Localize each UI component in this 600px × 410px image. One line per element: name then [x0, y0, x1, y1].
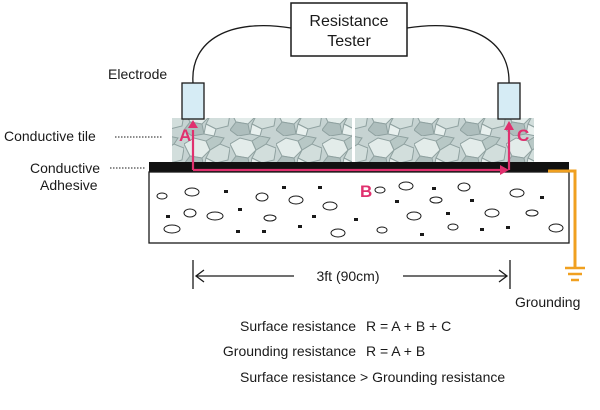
- electrode-label: Electrode: [108, 66, 167, 82]
- path-label-c: C: [517, 126, 529, 145]
- resistance-tester-box: [290, 2, 408, 57]
- concrete-slab: [148, 171, 570, 244]
- equation-2-name: Grounding resistance: [223, 343, 356, 359]
- equation-1-name: Surface resistance: [240, 318, 356, 334]
- conductive-tile-right: [355, 118, 534, 162]
- path-label-a: A: [179, 126, 191, 145]
- ground-symbol-icon: [565, 266, 585, 282]
- left-wire: [192, 24, 292, 84]
- equation-3-formula: > Grounding resistance: [360, 369, 505, 385]
- conductive-tile-left: [172, 118, 352, 162]
- equation-3-name: Surface resistance: [240, 369, 356, 385]
- equation-2-formula: R = A + B: [366, 343, 425, 359]
- path-b-arrowhead: [500, 165, 509, 175]
- path-a-arrowhead: [188, 120, 198, 128]
- path-label-b: B: [360, 182, 372, 201]
- path-c-arrowhead: [504, 121, 514, 130]
- conductive-tile-label: Conductive tile: [4, 128, 96, 144]
- dimension-label: 3ft (90cm): [316, 268, 379, 284]
- tester-label-line1: Resistance: [309, 13, 388, 30]
- left-electrode: [181, 82, 205, 120]
- measurement-path: [191, 130, 511, 172]
- aggregate-pattern: [156, 181, 564, 238]
- aggregate-dots: [166, 186, 544, 236]
- dimension-line: [192, 260, 511, 289]
- grounding-label: Grounding: [515, 294, 580, 310]
- right-wire: [406, 24, 510, 84]
- adhesive-label-line1: Conductive: [30, 160, 100, 176]
- conductive-adhesive-layer: [149, 162, 569, 172]
- equation-1-formula: R = A + B + C: [366, 318, 451, 334]
- tester-label-line2: Tester: [327, 33, 371, 50]
- grounding-wire: [548, 169, 577, 268]
- right-electrode: [497, 82, 521, 120]
- adhesive-label-line2: Adhesive: [40, 177, 98, 193]
